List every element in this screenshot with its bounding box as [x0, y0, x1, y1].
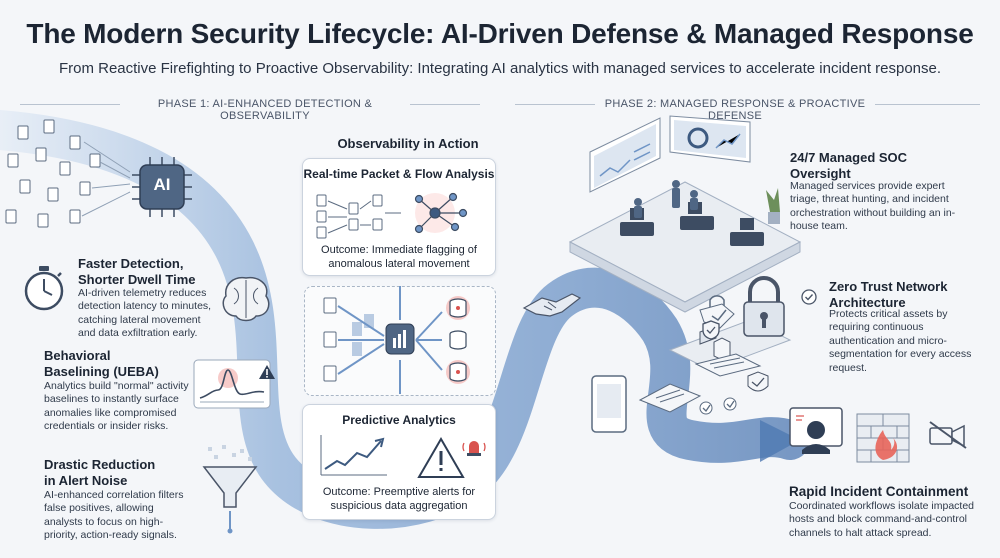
right-item-1-text: Managed services provide expert triage, …	[790, 180, 956, 233]
anomaly-chart-icon	[193, 359, 271, 409]
right-item-3-title: Rapid Incident Containment	[789, 484, 969, 499]
packet-flow-outcome: Outcome: Immediate flagging of anomalous…	[321, 244, 477, 271]
brain-icon	[222, 276, 270, 322]
phase2-divider-right	[875, 104, 980, 105]
trend-chart-icon	[320, 435, 387, 476]
left-item-3-text: AI-enhanced correlation filters false po…	[44, 489, 184, 542]
page-title: The Modern Security Lifecycle: AI-Driven…	[26, 18, 974, 49]
firewall-icon	[856, 413, 910, 463]
predictive-analytics-title: Predictive Analytics	[342, 413, 456, 427]
left-item-1-title: Faster Detection,Shorter Dwell Time	[78, 256, 196, 287]
zero-trust-lock-illustration	[591, 276, 792, 433]
ai-chip-label: AI	[153, 175, 171, 194]
hacker-terminal-icon	[789, 407, 843, 454]
phase2-divider-left	[515, 104, 595, 105]
right-item-2-text: Protects critical assets by requiring co…	[829, 308, 972, 374]
blocked-camera-icon	[929, 421, 967, 449]
soc-platform-illustration	[568, 115, 802, 313]
right-item-3-text: Coordinated workflows isolate impacted h…	[789, 500, 975, 539]
packet-flow-diagram-icon	[316, 192, 468, 239]
phase1-label: PHASE 1: AI-ENHANCED DETECTION & OBSERVA…	[157, 98, 373, 122]
phase1-divider-left	[20, 104, 120, 105]
packet-flow-card: Real-time Packet & Flow Analysis Outcome…	[302, 158, 496, 276]
packet-flow-title: Real-time Packet & Flow Analysis	[303, 167, 495, 181]
predictive-analytics-card: Predictive Analytics Outcome: Preemptive…	[302, 404, 496, 520]
phase2-label: PHASE 2: MANAGED RESPONSE & PROACTIVE DE…	[604, 98, 866, 122]
observability-heading: Observability in Action	[337, 136, 479, 151]
alarm-bell-icon	[462, 441, 486, 456]
alert-triangle-icon	[417, 437, 465, 478]
shield-check-icon	[702, 320, 720, 340]
data-stream-icon	[5, 119, 131, 228]
handshake-icon	[522, 293, 582, 317]
predictive-analytics-outcome: Outcome: Preemptive alerts for suspiciou…	[322, 486, 476, 513]
page-subtitle: From Reactive Firefighting to Proactive …	[58, 60, 942, 77]
warning-triangle-icon	[259, 365, 275, 379]
check-circle-icon	[801, 289, 817, 305]
ai-chip-icon	[132, 157, 192, 217]
funnel-icon	[202, 445, 258, 534]
correlation-engine-icon	[323, 286, 470, 394]
left-item-1-text: AI-driven telemetry reduces detection la…	[78, 287, 212, 340]
left-item-2-text: Analytics build "normal" activity baseli…	[44, 380, 189, 433]
stopwatch-icon	[24, 266, 64, 311]
phase1-divider-right	[410, 104, 480, 105]
